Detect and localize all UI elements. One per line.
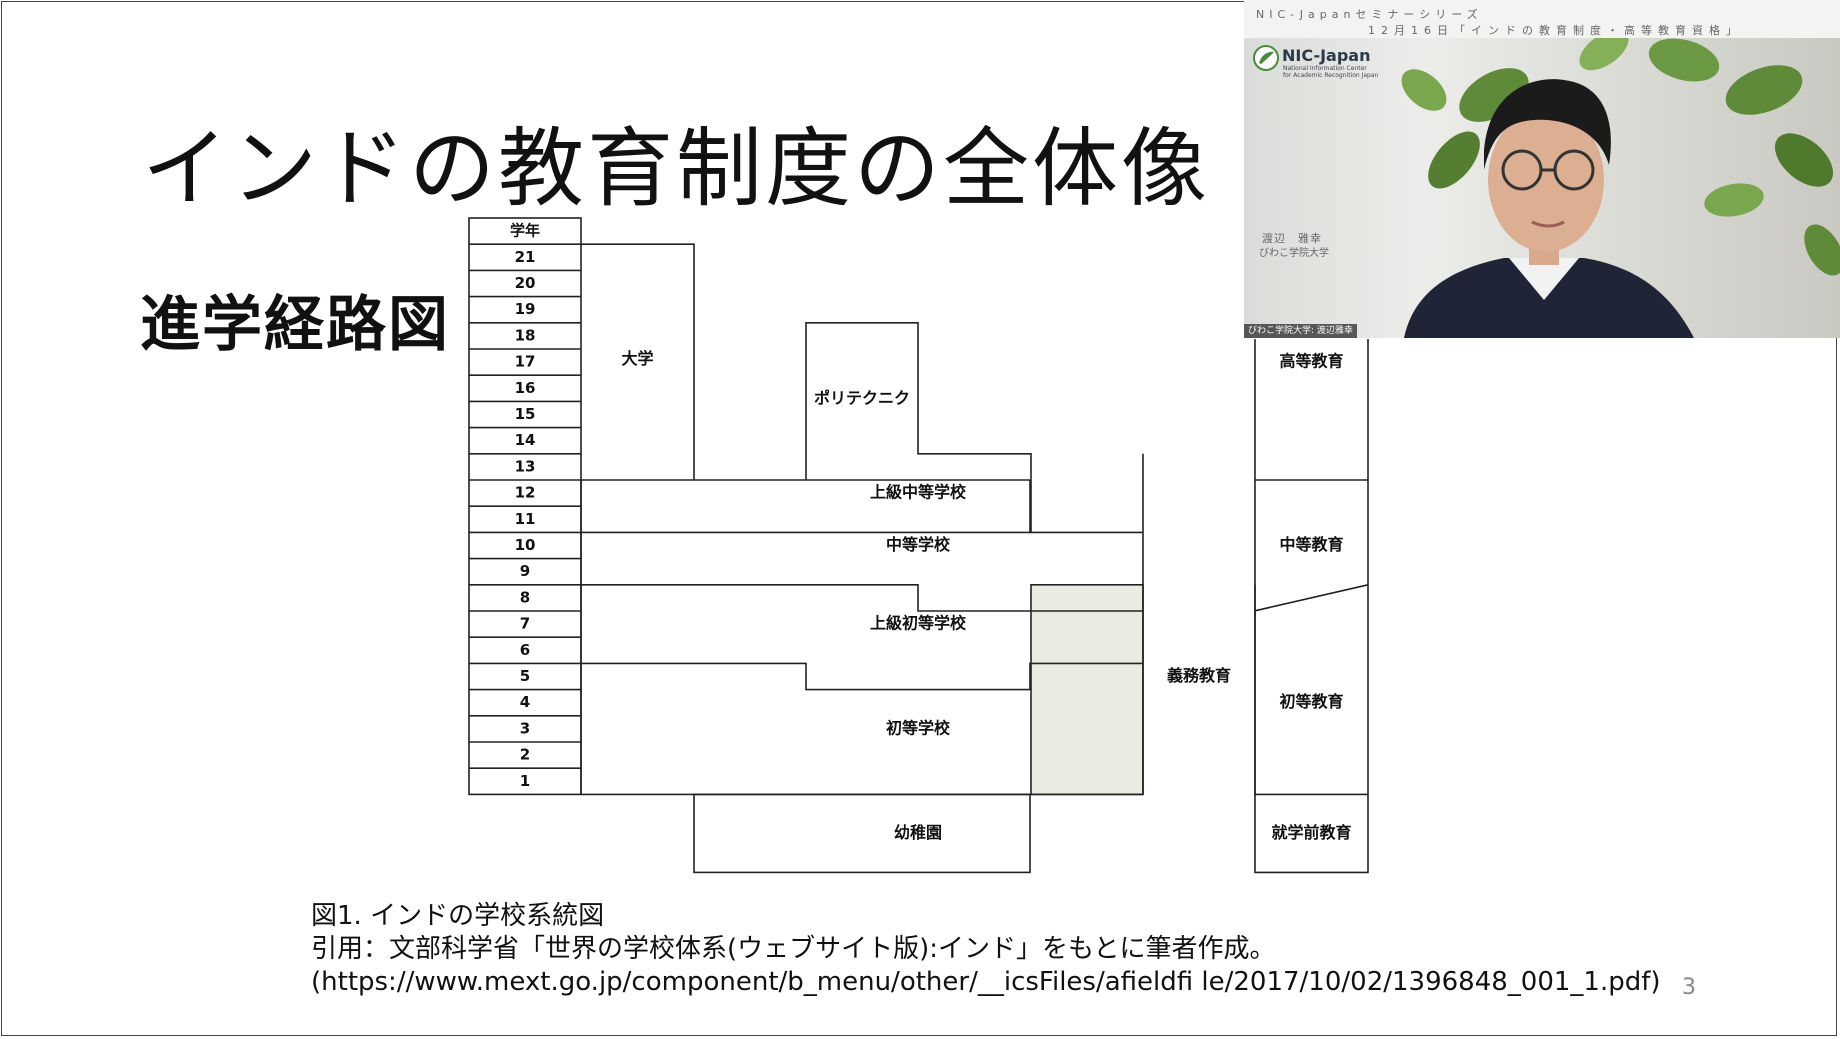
polytechnic-box [805, 322, 1032, 533]
stage-divider-secondary [1254, 584, 1369, 612]
secondary-label: 中等学校 [886, 535, 951, 554]
grade-label: 19 [515, 300, 536, 318]
grade-label: 10 [515, 536, 536, 554]
presenter-person [1404, 79, 1694, 338]
slide-subtitle: 進学経路図 [140, 290, 450, 360]
stage-label-primary: 初等教育 [1279, 692, 1343, 711]
grade-label: 12 [515, 484, 536, 502]
upper-primary-top [581, 584, 1143, 612]
slide-title: インドの教育制度の全体像 [142, 119, 1210, 219]
grade-label: 3 [520, 719, 530, 737]
nic-japan-logo-subtitle: National Information Center [1283, 65, 1367, 72]
grade-label: 1 [520, 772, 530, 790]
compulsory-education-label: 義務教育 [1167, 666, 1231, 685]
grade-label: 9 [520, 562, 530, 580]
grade-label: 5 [520, 667, 530, 685]
grade-label: 15 [515, 405, 536, 423]
grade-label: 11 [515, 510, 536, 528]
presenter-video: NIC-Japanセミナーシリーズ 12月16日「インドの教育制度・高等教育資格… [1244, 0, 1840, 338]
grade-label: 18 [515, 326, 536, 344]
grade-label: 16 [515, 379, 536, 397]
participant-name-tag: びわこ学院大学: 渡辺雅幸 [1244, 324, 1357, 338]
nic-japan-logo-subtitle-2: for Academic Recognition Japan [1283, 72, 1379, 79]
session-title: 12月16日「インドの教育制度・高等教育資格」 [1368, 24, 1743, 37]
primary-label: 初等学校 [886, 718, 951, 737]
upper-secondary-label: 上級中等学校 [870, 483, 967, 502]
university-box [581, 243, 695, 480]
seminar-series-title: NIC-Japanセミナーシリーズ [1256, 8, 1483, 21]
stage-column-frame [1254, 339, 1369, 874]
speaker-name: 渡辺 雅幸 [1262, 232, 1322, 245]
speaker-affiliation: びわこ学院大学 [1259, 248, 1329, 259]
grade-label: 14 [515, 431, 536, 449]
plant-leaves [1401, 29, 1840, 276]
stage-label-higher: 高等教育 [1279, 352, 1343, 371]
caption-citation: 引用：文部科学省「世界の学校体系(ウェブサイト版):インド」をもとに筆者作成。 [311, 934, 1276, 964]
grade-label: 17 [515, 353, 536, 371]
kindergarten-box [693, 793, 1031, 874]
stage-label-preschool: 就学前教育 [1271, 823, 1351, 842]
grade-label: 8 [520, 588, 530, 606]
caption-figure-title: 図1. インドの学校系統図 [311, 901, 605, 931]
grade-column-header: 学年 [510, 222, 540, 240]
caption-source-url: (https://www.mext.go.jp/component/b_menu… [311, 967, 1661, 997]
video-header-bar: NIC-Japanセミナーシリーズ 12月16日「インドの教育制度・高等教育資格… [1244, 0, 1840, 38]
stage-label-secondary: 中等教育 [1279, 535, 1343, 554]
grade-label: 20 [515, 274, 536, 292]
grade-label: 4 [520, 693, 530, 711]
upper-primary-label: 上級初等学校 [870, 614, 967, 633]
nic-japan-logo-icon [1253, 45, 1279, 71]
compulsory-education-block [1030, 583, 1144, 796]
grade-label: 7 [520, 615, 530, 633]
grade-label: 21 [515, 248, 536, 266]
university-label: 大学 [621, 349, 653, 368]
figure-caption: 図1. インドの学校系統図 引用：文部科学省「世界の学校体系(ウェブサイト版):… [311, 900, 1661, 999]
nic-japan-logo-text: NIC-Japan [1282, 46, 1371, 65]
grade-label: 2 [520, 746, 530, 764]
page-number: 3 [1682, 975, 1696, 1000]
grade-label: 13 [515, 457, 536, 475]
grade-label: 6 [520, 641, 530, 659]
primary-top [581, 662, 1143, 691]
video-scene [1401, 29, 1840, 338]
polytechnic-label: ポリテクニク [814, 388, 910, 407]
kindergarten-label: 幼稚園 [894, 823, 942, 842]
